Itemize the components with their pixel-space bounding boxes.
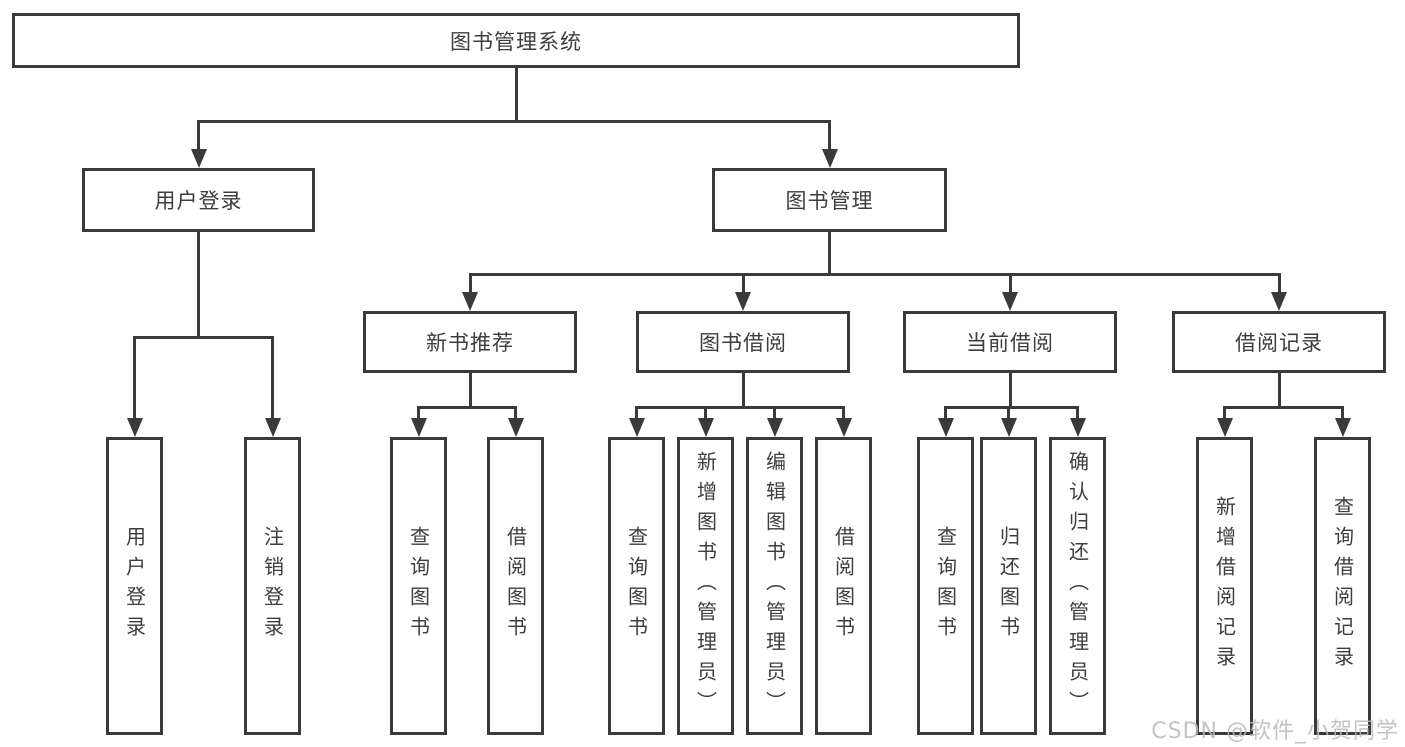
arrowhead-borrow-records (1271, 292, 1287, 311)
node-label-query-borrow-record: 查询借阅记录 (1330, 496, 1355, 676)
node-label-new-book-recommend: 新书推荐 (426, 331, 514, 355)
connector-drop-return-books (1007, 406, 1010, 427)
node-label-confirm-return-admin: 确认归还（管理员） (1065, 451, 1090, 721)
connector-bus-borrow-records (1223, 406, 1344, 409)
diagram-node-borrow-books-2: 借阅图书 (815, 437, 872, 735)
connector-stem-user-login (197, 232, 200, 339)
arrowhead-return-books (1000, 418, 1017, 437)
node-label-book-borrowing: 图书借阅 (699, 331, 787, 355)
connector-drop-borrow-books-1 (514, 406, 517, 427)
node-label-add-borrow-record: 新增借阅记录 (1212, 496, 1237, 676)
connector-bus-root (197, 120, 831, 123)
connector-drop-query-books-2 (635, 406, 638, 427)
connector-bus-user-login (133, 336, 274, 339)
diagram-node-borrow-records: 借阅记录 (1172, 311, 1386, 373)
diagram-node-confirm-return-admin: 确认归还（管理员） (1049, 437, 1106, 735)
node-label-root: 图书管理系统 (450, 29, 582, 54)
connector-stem-current-borrowing (1008, 373, 1012, 409)
connector-drop-add-borrow-record (1223, 406, 1226, 427)
diagram-node-current-borrowing: 当前借阅 (903, 311, 1117, 373)
diagram-node-add-borrow-record: 新增借阅记录 (1196, 437, 1253, 735)
node-label-user-login: 用户登录 (154, 189, 243, 213)
connector-drop-user-login-leaf (133, 336, 136, 427)
diagram-node-edit-book-admin: 编辑图书（管理员） (746, 437, 803, 735)
connector-drop-edit-book-admin (773, 406, 776, 427)
connector-drop-borrow-records (1277, 273, 1281, 301)
connector-drop-user-login (197, 120, 200, 158)
node-label-user-login-leaf: 用户登录 (122, 526, 147, 646)
connector-drop-query-books-3 (944, 406, 947, 427)
diagram-node-borrow-books-1: 借阅图书 (487, 437, 544, 735)
node-label-query-books-1: 查询图书 (406, 526, 431, 646)
arrowhead-edit-book-admin (766, 418, 783, 437)
connector-drop-current-borrowing (1008, 273, 1012, 301)
connector-drop-query-books-1 (417, 406, 420, 427)
arrowhead-query-books-3 (937, 418, 954, 437)
arrowhead-confirm-return-admin (1069, 418, 1086, 437)
node-label-edit-book-admin: 编辑图书（管理员） (762, 451, 787, 721)
diagram-node-user-login: 用户登录 (82, 168, 315, 232)
diagram-node-query-books-2: 查询图书 (608, 437, 665, 735)
node-label-logout-leaf: 注销登录 (260, 526, 285, 646)
arrowhead-book-borrowing (735, 292, 751, 311)
node-label-current-borrowing: 当前借阅 (966, 331, 1054, 355)
diagram-node-new-book-recommend: 新书推荐 (363, 311, 577, 373)
node-label-book-management: 图书管理 (785, 189, 874, 213)
connector-stem-book-borrowing (741, 373, 745, 409)
connector-stem-new-book-recommend (468, 373, 472, 409)
diagram-node-root: 图书管理系统 (12, 13, 1020, 68)
connector-bus-current-borrowing (944, 406, 1079, 409)
connector-drop-borrow-books-2 (842, 406, 845, 427)
diagram-node-query-books-3: 查询图书 (917, 437, 974, 735)
connector-bus-new-book-recommend (417, 406, 517, 409)
node-label-borrow-records: 借阅记录 (1235, 331, 1323, 355)
diagram-node-book-borrowing: 图书借阅 (636, 311, 850, 373)
diagram-node-logout-leaf: 注销登录 (244, 437, 301, 735)
arrowhead-query-borrow-record (1334, 418, 1351, 437)
arrowhead-user-login (190, 149, 207, 168)
arrowhead-current-borrowing (1002, 292, 1018, 311)
node-label-borrow-books-1: 借阅图书 (503, 526, 528, 646)
node-label-return-books: 归还图书 (996, 526, 1021, 646)
diagram-node-add-book-admin: 新增图书（管理员） (677, 437, 734, 735)
connector-drop-logout-leaf (271, 336, 274, 427)
arrowhead-book-management (821, 149, 838, 168)
connector-stem-book-management (828, 232, 831, 276)
connector-drop-new-book-recommend (468, 273, 472, 301)
arrowhead-borrow-books-2 (835, 418, 852, 437)
connector-drop-query-borrow-record (1341, 406, 1344, 427)
node-label-query-books-3: 查询图书 (933, 526, 958, 646)
diagram-node-query-borrow-record: 查询借阅记录 (1314, 437, 1371, 735)
connector-drop-confirm-return-admin (1076, 406, 1079, 427)
connector-drop-book-management (828, 120, 831, 158)
node-label-query-books-2: 查询图书 (624, 526, 649, 646)
diagram-node-query-books-1: 查询图书 (390, 437, 447, 735)
node-label-borrow-books-2: 借阅图书 (831, 526, 856, 646)
connector-stem-root (514, 68, 518, 123)
csdn-watermark: CSDN @软件_小贺同学 (1151, 719, 1399, 744)
arrowhead-user-login-leaf (126, 418, 143, 437)
node-label-add-book-admin: 新增图书（管理员） (693, 451, 718, 721)
connector-bus-book-borrowing (635, 406, 845, 409)
arrowhead-add-borrow-record (1216, 418, 1233, 437)
arrowhead-add-book-admin (697, 418, 714, 437)
connector-drop-add-book-admin (704, 406, 707, 427)
arrowhead-query-books-1 (410, 418, 427, 437)
arrowhead-borrow-books-1 (507, 418, 524, 437)
diagram-node-user-login-leaf: 用户登录 (106, 437, 163, 735)
connector-bus-book-management (468, 273, 1281, 276)
diagram-node-book-management: 图书管理 (712, 168, 947, 232)
arrowhead-new-book-recommend (462, 292, 478, 311)
arrowhead-logout-leaf (264, 418, 281, 437)
connector-drop-book-borrowing (741, 273, 745, 301)
diagram-node-return-books: 归还图书 (980, 437, 1037, 735)
arrowhead-query-books-2 (628, 418, 645, 437)
connector-stem-borrow-records (1277, 373, 1281, 409)
